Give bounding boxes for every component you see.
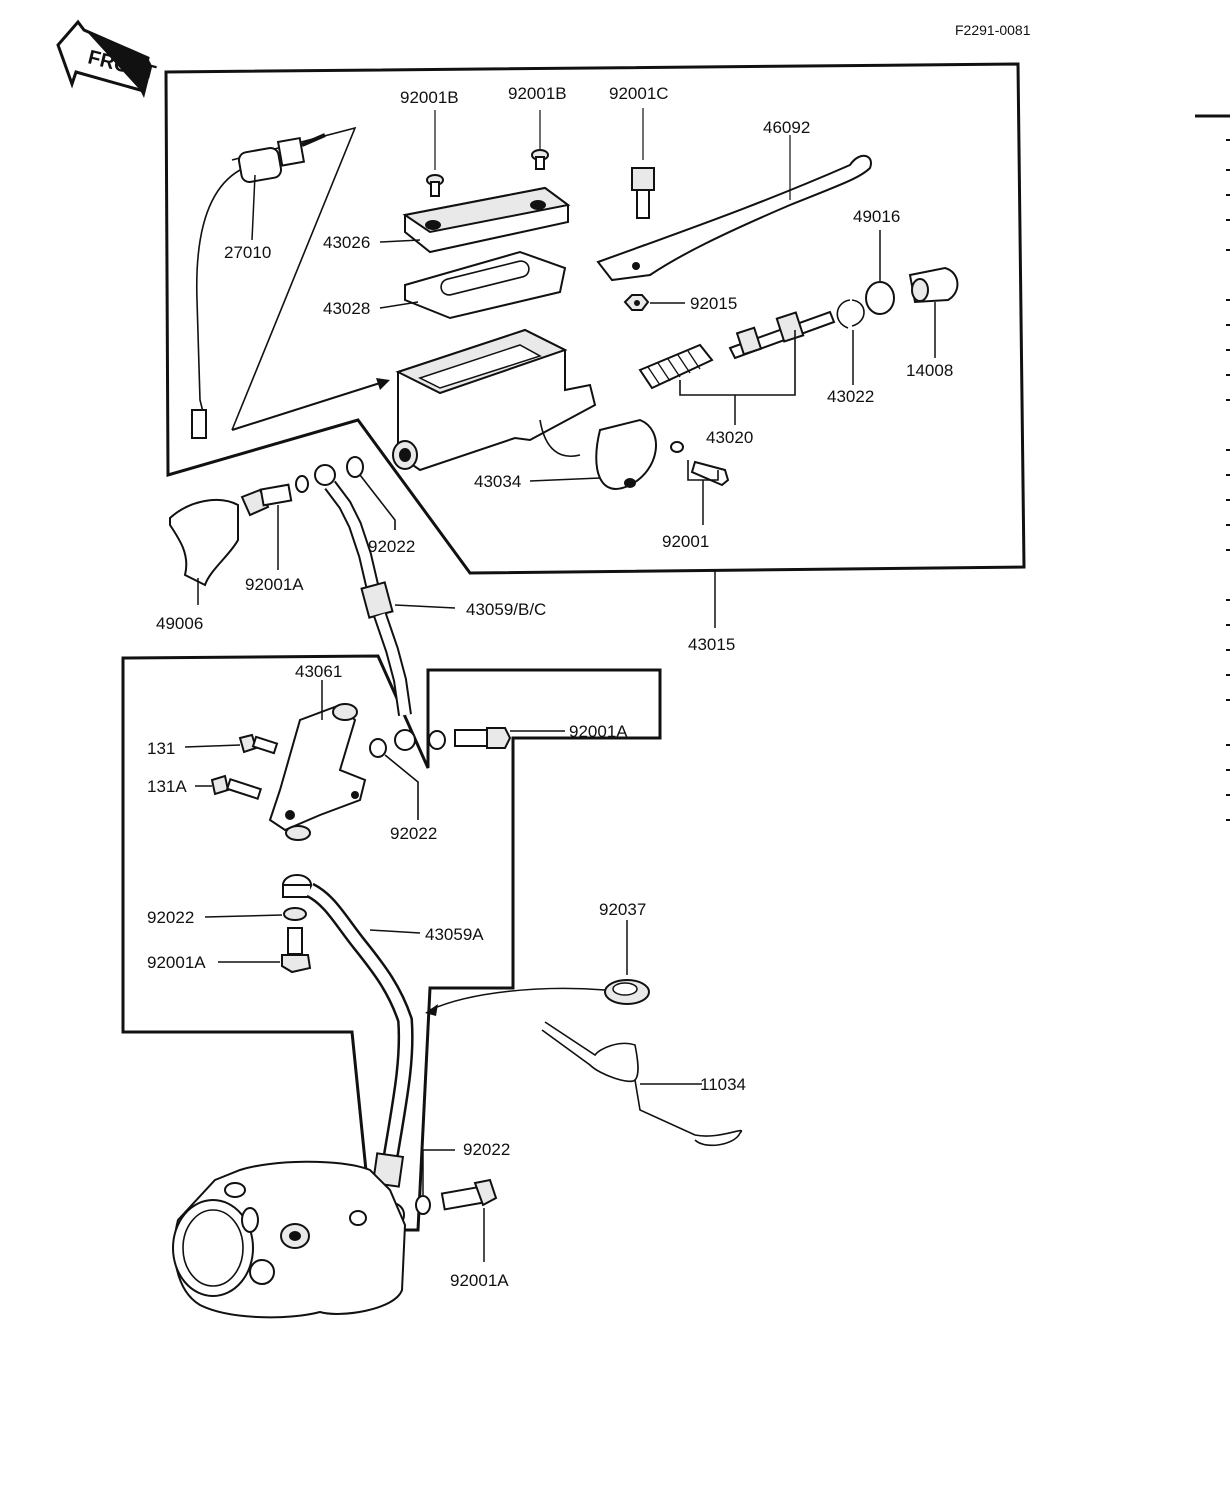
label-43022: 43022	[827, 387, 874, 406]
master-cylinder-body-part	[392, 328, 657, 490]
bolt-92001-part	[670, 441, 730, 525]
piston-kit-part	[638, 310, 836, 425]
label-92001b-left: 92001B	[400, 88, 459, 107]
banjo-cover-49006-part	[169, 498, 239, 605]
pivot-bolt-92001c	[631, 108, 655, 219]
label-11034: 11034	[700, 1075, 746, 1094]
hose-assembly-border	[121, 654, 662, 1232]
banjo-bolt-92001a-bottom	[440, 1178, 498, 1262]
fitting-part	[282, 874, 312, 898]
label-92001a-bottom: 92001A	[450, 1271, 509, 1290]
washer-92022-top	[346, 456, 396, 530]
screw-92001b-left	[426, 110, 444, 197]
reservoir-cap-part	[379, 186, 571, 254]
label-92037: 92037	[599, 900, 646, 919]
brake-lever-part	[596, 135, 872, 282]
label-43059bc: 43059/B/C	[466, 600, 546, 619]
washer-92022-joint	[285, 825, 311, 841]
label-131a: 131A	[147, 777, 187, 796]
banjo-bolt-92001a-top	[240, 475, 309, 565]
screw-92001b-right	[531, 110, 549, 170]
brake-light-switch-part	[191, 133, 326, 439]
label-43034: 43034	[474, 472, 521, 491]
circlip-43022-part	[836, 299, 865, 385]
bolt-131-part	[184, 733, 279, 755]
label-131: 131	[147, 739, 175, 758]
label-92001a-top: 92001A	[245, 575, 304, 594]
washer-92022-left	[204, 907, 307, 921]
label-92015: 92015	[690, 294, 737, 313]
bolt-131a-part	[195, 774, 263, 800]
brake-hose-upper-part	[314, 464, 456, 751]
label-46092: 46092	[763, 118, 810, 137]
label-43020: 43020	[706, 428, 753, 447]
label-92001a-mid: 92001A	[569, 722, 628, 741]
label-49016: 49016	[853, 207, 900, 226]
label-92022-mid: 92022	[390, 824, 437, 843]
label-92022-left: 92022	[147, 908, 194, 927]
label-43059a: 43059A	[425, 925, 484, 944]
reservoir-plate-part	[379, 250, 567, 320]
washer-92022-bottom	[415, 1149, 455, 1215]
label-43028: 43028	[323, 299, 370, 318]
diagram-code: F2291-0081	[955, 22, 1031, 38]
label-92001a-left: 92001A	[147, 953, 206, 972]
label-92001b-right: 92001B	[508, 84, 567, 103]
brake-joint-43061-part	[268, 680, 367, 832]
clamp-pointer	[425, 987, 606, 1016]
cap-14008-part	[908, 266, 959, 358]
nut-92015-part	[623, 294, 685, 311]
front-arrow-icon: FRONT	[56, 19, 158, 98]
boot-49016-part	[865, 230, 895, 315]
washer-92022-mid	[369, 738, 419, 820]
label-92022-top: 92022	[368, 537, 415, 556]
label-49006: 49006	[156, 614, 203, 633]
cropped-margin-marks	[1195, 114, 1230, 821]
hose-clamp-11034-part	[541, 1021, 743, 1147]
label-43026: 43026	[323, 233, 370, 252]
label-92001: 92001	[662, 532, 709, 551]
grommet-92037-part	[604, 920, 650, 1005]
label-14008: 14008	[906, 361, 953, 380]
bolt-92001a-left	[218, 927, 312, 974]
banjo-bolt-92001a-mid	[428, 727, 565, 750]
label-43061: 43061	[295, 662, 342, 681]
leader-lines	[277, 565, 716, 628]
label-43015: 43015	[688, 635, 735, 654]
master-cylinder-assembly-border	[164, 62, 1026, 575]
brake-caliper-part	[172, 1160, 407, 1319]
label-27010: 27010	[224, 243, 271, 262]
label-92022-bottom: 92022	[463, 1140, 510, 1159]
label-92001c: 92001C	[609, 84, 669, 103]
